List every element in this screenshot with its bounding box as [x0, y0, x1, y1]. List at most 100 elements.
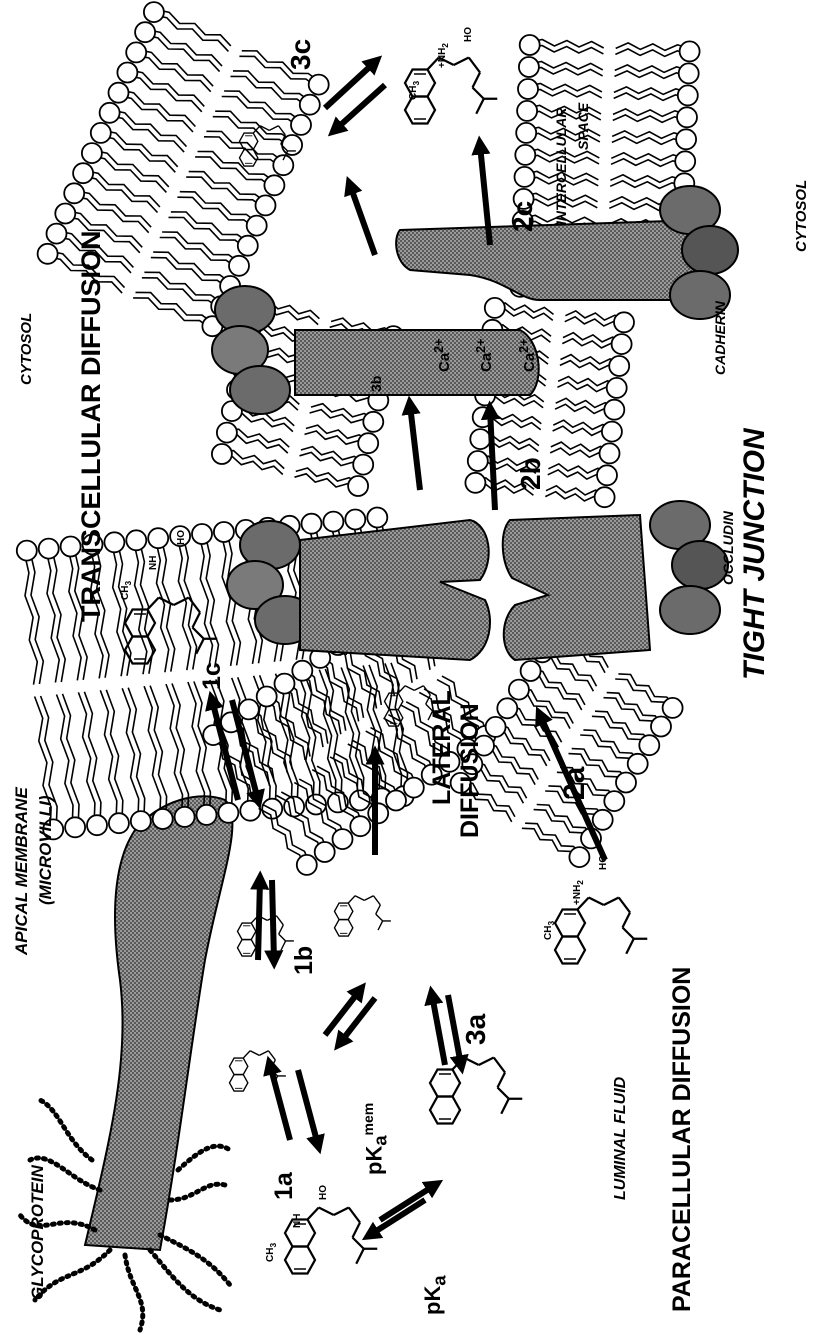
phospholipid-head: [256, 195, 276, 215]
atom-ho-luminal: HO: [318, 1185, 329, 1200]
label-pka-mem: pKamem: [360, 1103, 392, 1175]
phospholipid-head: [264, 175, 284, 195]
step-1a: 1a: [270, 1172, 299, 1200]
label-glycoprotein: GLYCOPROTEIN: [28, 1165, 48, 1300]
arrow-3b: [410, 405, 420, 490]
step-2b: 2b: [515, 457, 547, 490]
label-paracellular-diffusion: PARACELLULAR DIFFUSION: [668, 967, 697, 1312]
phospholipid-head: [663, 698, 683, 718]
phospholipid-head: [651, 717, 671, 737]
step-2c: 2c: [507, 201, 539, 232]
phospholipid-head: [126, 530, 146, 550]
step-2a: 2a: [558, 767, 592, 800]
occludin-protein-upper: [227, 520, 490, 660]
phospholipid-head: [257, 687, 277, 707]
phospholipid-head: [386, 791, 406, 811]
phospholipid-head: [639, 735, 659, 755]
phospholipid-head: [595, 487, 615, 507]
phospholipid-head: [229, 256, 249, 276]
phospholipid-head: [600, 443, 620, 463]
atom-nh2-paracellular: +NH2: [572, 880, 585, 905]
arrow-1a-out: [298, 1070, 318, 1145]
phospholipid-head: [676, 129, 696, 149]
atom-ho-transcellular: HO: [176, 530, 187, 545]
phospholipid-head: [358, 433, 378, 453]
phospholipid-head: [109, 83, 129, 103]
phospholipid-head: [131, 811, 151, 831]
phospholipid-head: [367, 508, 387, 528]
phospholipid-head: [515, 145, 535, 165]
step-1c: 1c: [198, 662, 227, 690]
phospholipid-head: [239, 699, 259, 719]
propranolol-membrane-3: [335, 896, 391, 936]
phospholipid-head: [315, 842, 335, 862]
atom-nh-transcellular: NH: [148, 556, 159, 570]
lipid-bilayers: [17, 2, 700, 875]
step-3b: 3b: [368, 376, 384, 392]
phospholipid-head: [675, 151, 695, 171]
phospholipid-head: [470, 429, 490, 449]
phospholipid-head: [212, 444, 232, 464]
label-lateral: LATERAL: [428, 690, 457, 805]
phospholipid-head: [569, 847, 589, 867]
propranolol-charged-paracellular: [555, 898, 647, 964]
phospholipid-head: [73, 163, 93, 183]
arrow-2b: [490, 410, 495, 510]
propranolol-charged-luminal: [430, 1058, 522, 1124]
phospholipid-head: [87, 815, 107, 835]
step-3a: 3a: [460, 1014, 492, 1045]
propranolol-membrane-2: [238, 916, 294, 956]
phospholipid-head: [679, 63, 699, 83]
phospholipid-head: [353, 455, 373, 475]
phospholipid-head: [91, 123, 111, 143]
label-diffusion: DIFFUSION: [456, 703, 485, 838]
phospholipid-head: [497, 698, 517, 718]
phospholipid-head: [292, 661, 312, 681]
phospholipid-head: [297, 855, 317, 875]
phospholipid-head: [247, 216, 267, 236]
phospholipid-head: [47, 224, 67, 244]
phospholipid-head: [275, 674, 295, 694]
phospholipid-head: [17, 541, 37, 561]
phospholipid-head: [593, 810, 613, 830]
phospholipid-head: [100, 103, 120, 123]
arrow-transcellular: [350, 185, 375, 255]
phospholipid-head: [282, 135, 302, 155]
phospholipid-head: [468, 451, 488, 471]
label-calcium-1: Ca2+: [432, 339, 453, 372]
phospholipid-head: [218, 803, 238, 823]
phospholipid-head: [350, 816, 370, 836]
phospholipid-head: [82, 143, 102, 163]
phospholipid-head: [291, 115, 311, 135]
phospholipid-head: [135, 22, 155, 42]
phospholipid-head: [309, 75, 329, 95]
phospholipid-head: [323, 512, 343, 532]
label-space: SPACE: [575, 103, 591, 150]
phospholipid-head: [363, 412, 383, 432]
label-pka: pKa: [420, 1275, 450, 1315]
phospholipid-head: [65, 817, 85, 837]
phospholipid-head: [509, 680, 529, 700]
phospholipid-head: [485, 298, 505, 318]
phospholipid-head: [197, 805, 217, 825]
phospholipid-head: [217, 423, 237, 443]
phospholipid-head: [604, 400, 624, 420]
label-cytosol-bottom: CYTOSOL: [793, 180, 810, 252]
phospholipid-head: [175, 807, 195, 827]
phospholipid-head: [368, 803, 388, 823]
phospholipid-head: [214, 522, 234, 542]
step-1b: 1b: [290, 946, 319, 975]
phospholipid-head: [109, 813, 129, 833]
arrow-3a-in: [432, 995, 445, 1065]
atom-ch3-transcellular: CH3: [120, 581, 133, 600]
atom-ch3-paracellular: CH3: [543, 921, 556, 940]
phospholipid-head: [153, 809, 173, 829]
atom-nh2-intercellular: +NH2: [437, 43, 450, 68]
phospholipid-head: [126, 42, 146, 62]
phospholipid-head: [521, 661, 541, 681]
phospholipid-head: [628, 754, 648, 774]
label-calcium-2: Ca2+: [474, 339, 495, 372]
phospholipid-head: [348, 476, 368, 496]
phospholipid-head: [515, 167, 535, 187]
phospholipid-head: [614, 312, 634, 332]
